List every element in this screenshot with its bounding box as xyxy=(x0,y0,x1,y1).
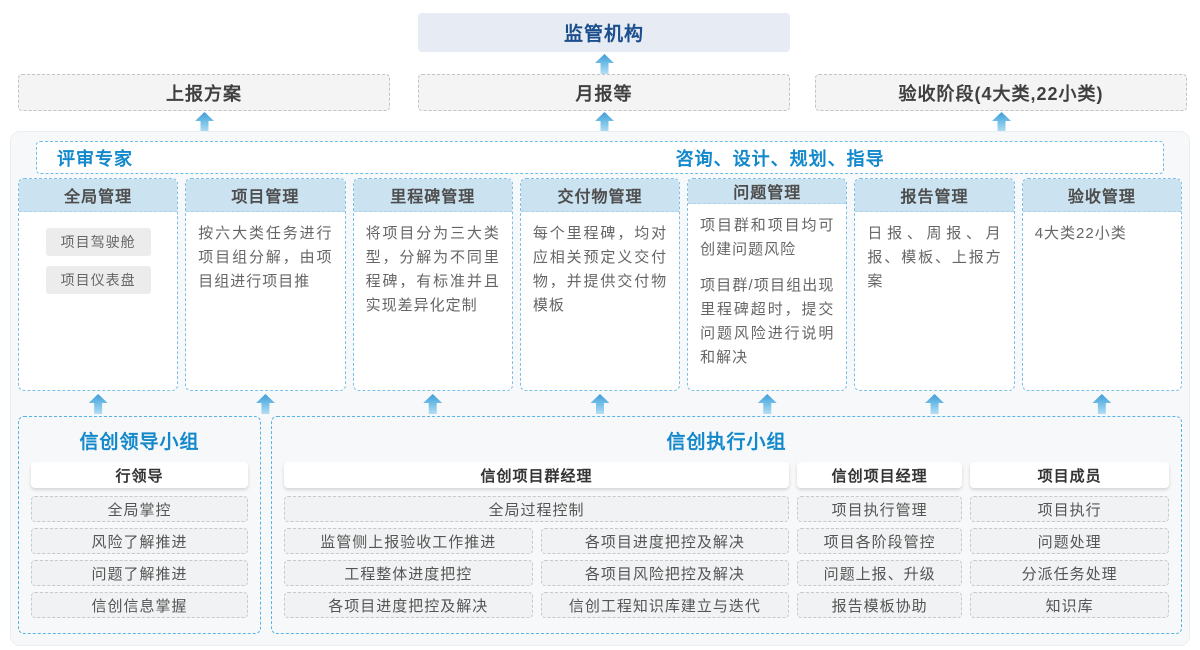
column-body: 项目驾驶舱 项目仪表盘 xyxy=(19,212,177,390)
execution-columns: 信创项目群经理 全局过程控制 监管侧上报验收工作推进 工程整体进度把控 各项目进… xyxy=(284,462,1169,623)
report-box-acceptance: 验收阶段(4大类,22小类) xyxy=(815,74,1187,111)
leadership-group-title: 信创领导小组 xyxy=(79,432,200,453)
column-paragraph: 每个里程碑，均对应相关预定义交付物，并提供交付物模板 xyxy=(532,225,668,314)
column-title: 验收管理 xyxy=(1022,179,1181,212)
column-title: 项目管理 xyxy=(186,179,345,212)
member-item: 分派任务处理 xyxy=(970,560,1169,586)
column-issue-mgmt: 问题管理 项目群和项目均可创建问题风险 项目群/项目组出现里程碑超时，提交问题风… xyxy=(687,178,848,391)
column-acceptance-mgmt: 验收管理 4大类22小类 xyxy=(1021,178,1182,391)
column-project-mgmt: 项目管理 按六大类任务进行项目组分解，由项目组进行项目推 xyxy=(185,178,346,391)
cockpit-chip: 项目驾驶舱 xyxy=(45,228,151,256)
column-paragraph: 项目群/项目组出现里程碑超时，提交问题风险进行说明和解决 xyxy=(700,277,835,366)
report-box-plan: 上报方案 xyxy=(18,74,390,111)
review-experts-label: 评审专家 xyxy=(57,148,133,169)
bank-leader-role: 行领导 xyxy=(31,462,248,488)
report-box-label: 月报等 xyxy=(575,83,633,104)
project-member-column: 项目成员 项目执行 问题处理 分派任务处理 知识库 xyxy=(970,462,1169,623)
up-arrow-icon xyxy=(423,394,443,414)
pm-group-item: 各项目风险把控及解决 xyxy=(540,560,790,586)
column-milestone-mgmt: 里程碑管理 将项目分为三大类型，分解为不同里程碑，有标准并且实现差异化定制 xyxy=(352,178,513,391)
module-columns: 全局管理 项目驾驶舱 项目仪表盘 项目管理 按六大类任务进行项目组分解，由项目组… xyxy=(18,178,1182,391)
up-arrow-icon xyxy=(88,394,108,414)
pm-item: 项目执行管理 xyxy=(797,496,963,522)
up-arrow-icon xyxy=(757,394,777,414)
column-body: 项目群和项目均可创建问题风险 项目群/项目组出现里程碑超时，提交问题风险进行说明… xyxy=(688,204,846,390)
pm-group-item: 各项目进度把控及解决 xyxy=(540,528,790,554)
member-item: 问题处理 xyxy=(970,528,1169,554)
pm-group-item: 全局过程控制 xyxy=(284,496,790,522)
regulator-label: 监管机构 xyxy=(563,24,644,45)
member-item: 项目执行 xyxy=(970,496,1169,522)
execution-group: 信创执行小组 信创项目群经理 全局过程控制 监管侧上报验收工作推进 工程整体进度… xyxy=(271,416,1182,634)
pm-item: 报告模板协助 xyxy=(797,592,963,618)
column-title: 报告管理 xyxy=(855,179,1014,212)
column-report-mgmt: 报告管理 日报、周报、月报、模板、上报方案 xyxy=(854,178,1015,391)
up-arrow-icon xyxy=(925,394,945,414)
up-arrow-icon xyxy=(195,112,214,132)
column-title: 全局管理 xyxy=(19,179,178,212)
column-body: 将项目分为三大类型，分解为不同里程碑，有标准并且实现差异化定制 xyxy=(354,212,512,390)
bottom-groups: 信创领导小组 行领导 全局掌控 风险了解推进 问题了解推进 信创信息掌握 信创执… xyxy=(18,416,1182,634)
project-manager-role: 信创项目经理 xyxy=(797,462,963,488)
leadership-group: 信创领导小组 行领导 全局掌控 风险了解推进 问题了解推进 信创信息掌握 xyxy=(18,416,261,634)
column-body: 4大类22小类 xyxy=(1023,212,1181,390)
up-arrow-icon xyxy=(1092,394,1112,414)
project-manager-column: 信创项目经理 项目执行管理 项目各阶段管控 问题上报、升级 报告模板协助 xyxy=(797,462,963,623)
pm-group-item: 各项目进度把控及解决 xyxy=(284,592,533,618)
platform-container: 评审专家 咨询、设计、规划、指导 全局管理 项目驾驶舱 项目仪表盘 项目管理 按… xyxy=(10,131,1190,646)
column-title: 问题管理 xyxy=(688,179,847,204)
advisor-band: 评审专家 咨询、设计、规划、指导 xyxy=(36,141,1164,174)
leader-item: 风险了解推进 xyxy=(31,528,248,554)
column-body: 日报、周报、月报、模板、上报方案 xyxy=(855,212,1013,390)
up-arrow-icon xyxy=(255,394,275,414)
program-manager-role: 信创项目群经理 xyxy=(284,462,790,488)
column-paragraph: 项目群和项目均可创建问题风险 xyxy=(700,217,835,258)
leader-item: 问题了解推进 xyxy=(31,560,248,586)
report-box-label: 验收阶段(4大类,22小类) xyxy=(898,83,1104,104)
member-item: 知识库 xyxy=(970,592,1169,618)
leader-item: 信创信息掌握 xyxy=(31,592,248,618)
up-arrow-icon xyxy=(590,394,610,414)
column-paragraph: 按六大类任务进行项目组分解，由项目组进行项目推 xyxy=(198,225,333,290)
column-title: 里程碑管理 xyxy=(353,179,512,212)
regulator-box: 监管机构 xyxy=(418,13,790,52)
column-body: 每个里程碑，均对应相关预定义交付物，并提供交付物模板 xyxy=(521,212,679,390)
pm-group-item: 工程整体进度把控 xyxy=(284,560,533,586)
dashboard-chip: 项目仪表盘 xyxy=(45,266,151,294)
pm-group-item: 监管侧上报验收工作推进 xyxy=(284,528,533,554)
column-title: 交付物管理 xyxy=(520,179,680,212)
up-arrow-icon xyxy=(595,112,614,132)
project-member-role: 项目成员 xyxy=(970,462,1169,488)
column-paragraph: 4大类22小类 xyxy=(1034,225,1127,242)
pm-item: 问题上报、升级 xyxy=(797,560,963,586)
column-deliverable-mgmt: 交付物管理 每个里程碑，均对应相关预定义交付物，并提供交付物模板 xyxy=(519,178,681,391)
execution-group-title: 信创执行小组 xyxy=(666,432,787,453)
pm-item: 项目各阶段管控 xyxy=(797,528,963,554)
report-box-label: 上报方案 xyxy=(166,83,242,104)
pm-group-item-grid: 监管侧上报验收工作推进 工程整体进度把控 各项目进度把控及解决 各项目进度把控及… xyxy=(284,528,790,618)
pm-group-item: 信创工程知识库建立与迭代 xyxy=(540,592,790,618)
column-arrows-row xyxy=(18,394,1182,415)
column-body: 按六大类任务进行项目组分解，由项目组进行项目推 xyxy=(186,212,344,390)
column-paragraph: 将项目分为三大类型，分解为不同里程碑，有标准并且实现差异化定制 xyxy=(365,225,500,314)
column-global-mgmt: 全局管理 项目驾驶舱 项目仪表盘 xyxy=(18,178,179,391)
report-box-monthly: 月报等 xyxy=(418,74,790,111)
column-paragraph: 日报、周报、月报、模板、上报方案 xyxy=(867,225,1002,290)
up-arrow-icon xyxy=(595,54,614,74)
leader-item: 全局掌控 xyxy=(31,496,248,522)
pm-group-left-stack: 监管侧上报验收工作推进 工程整体进度把控 各项目进度把控及解决 xyxy=(284,528,533,618)
pm-group-right-stack: 各项目进度把控及解决 各项目风险把控及解决 信创工程知识库建立与迭代 xyxy=(540,528,790,618)
program-manager-column: 信创项目群经理 全局过程控制 监管侧上报验收工作推进 工程整体进度把控 各项目进… xyxy=(284,462,790,623)
up-arrow-icon xyxy=(992,112,1011,132)
consulting-label: 咨询、设计、规划、指导 xyxy=(675,148,885,169)
